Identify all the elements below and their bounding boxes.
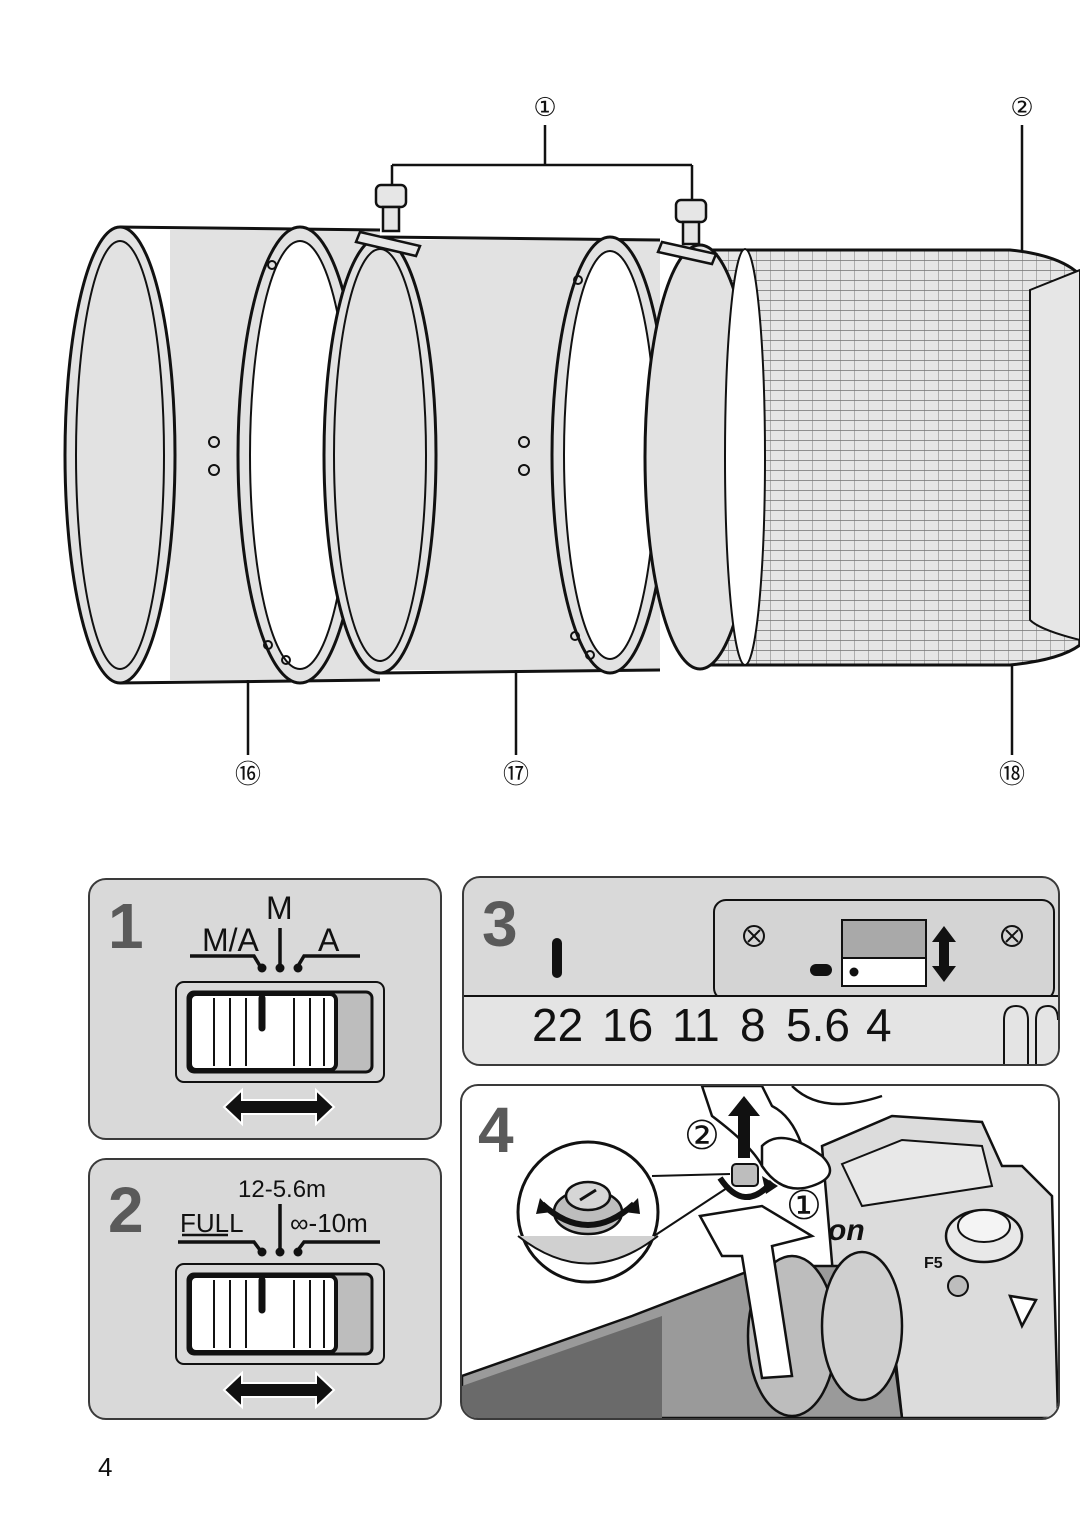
panel-tripod-mount: 4 ② ① on F5 [460,1084,1060,1420]
callout-16: ⑯ [234,760,262,790]
panel-focus-limit: 2 12-5.6m FULL ∞-10m [88,1158,442,1420]
aperture-value: 16 [602,999,654,1051]
step-2-marker: ② [684,1113,720,1159]
lock-knob-right [656,198,718,266]
aperture-ring [464,899,1058,1064]
aperture-value: 11 [672,999,720,1051]
panel-number: 2 [108,1174,144,1246]
panel-focus-mode: 1 M M/A A [88,878,442,1140]
focus-mode-switch [175,928,385,1127]
focus-limit-switch [175,1204,385,1410]
mode-label-a: A [318,922,340,958]
callout-17: ⑰ [502,760,530,790]
panel-number: 3 [482,888,518,960]
limit-label-infinity: ∞-10m [290,1208,368,1238]
lock-knob-left [354,183,422,258]
limit-label-full: FULL [180,1208,244,1238]
aperture-value: 8 [740,999,766,1051]
lens-drawing [63,125,1080,755]
panel-number: 1 [108,890,144,962]
step-1-marker: ① [786,1183,822,1229]
camera-brand-fragment: on [828,1214,865,1247]
callout-1: ① [533,93,557,123]
page-number: 4 [98,1452,113,1482]
mode-label-ma: M/A [202,922,259,958]
callout-18: ⑱ [998,760,1026,790]
mode-label-m: M [266,890,293,926]
aperture-value: 22 [532,999,584,1051]
panel-aperture-scale: 3 22 16 11 8 5.6 4 [462,876,1060,1066]
limit-label-range: 12-5.6m [238,1176,327,1203]
callout-2: ② [1010,93,1034,123]
aperture-value: 4 [866,999,892,1051]
camera-model-label: F5 [924,1255,943,1272]
aperture-value: 5.6 [786,999,850,1051]
tripod-mount-illustration [462,1086,1058,1418]
panel-number: 4 [478,1094,514,1166]
